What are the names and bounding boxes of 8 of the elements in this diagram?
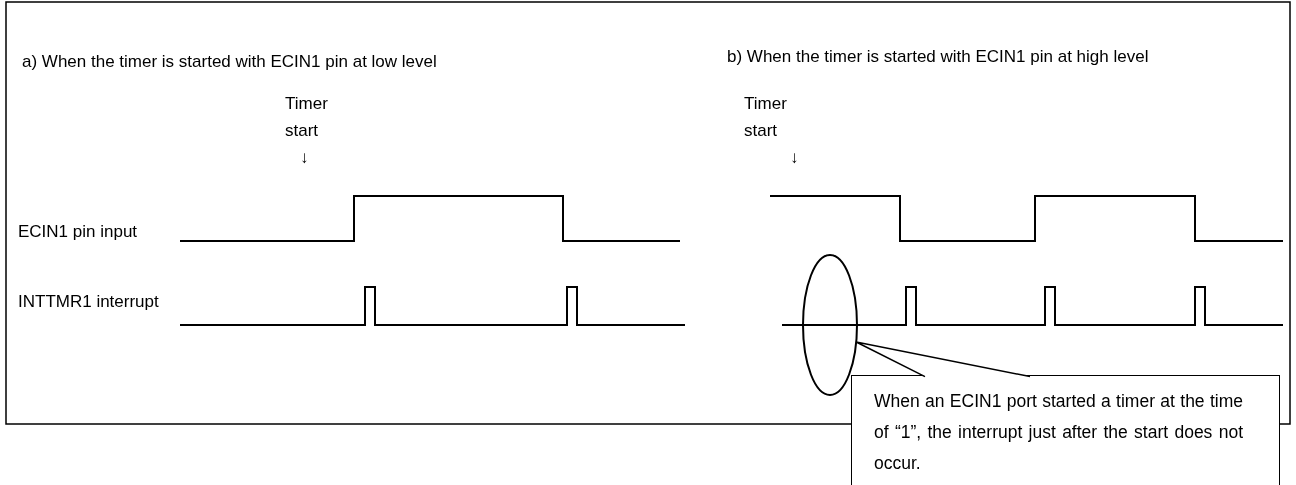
- panel-heading: a) When the timer is started with ECIN1 pin at low level: [22, 51, 437, 73]
- callout-pointer: [855, 341, 1031, 378]
- direction-arrow: ↓: [790, 147, 799, 169]
- signal-name: INTTMR1 interrupt: [18, 291, 159, 313]
- signal-name: ECIN1 pin input: [18, 221, 138, 243]
- callout-text: When an ECIN1 port started a timer at the time of “1”, the interrupt just after the start does not occur.: [874, 390, 1243, 475]
- direction-arrow: ↓: [300, 147, 309, 169]
- panel-heading: b) When the timer is started with ECIN1 pin at high level: [727, 46, 1149, 68]
